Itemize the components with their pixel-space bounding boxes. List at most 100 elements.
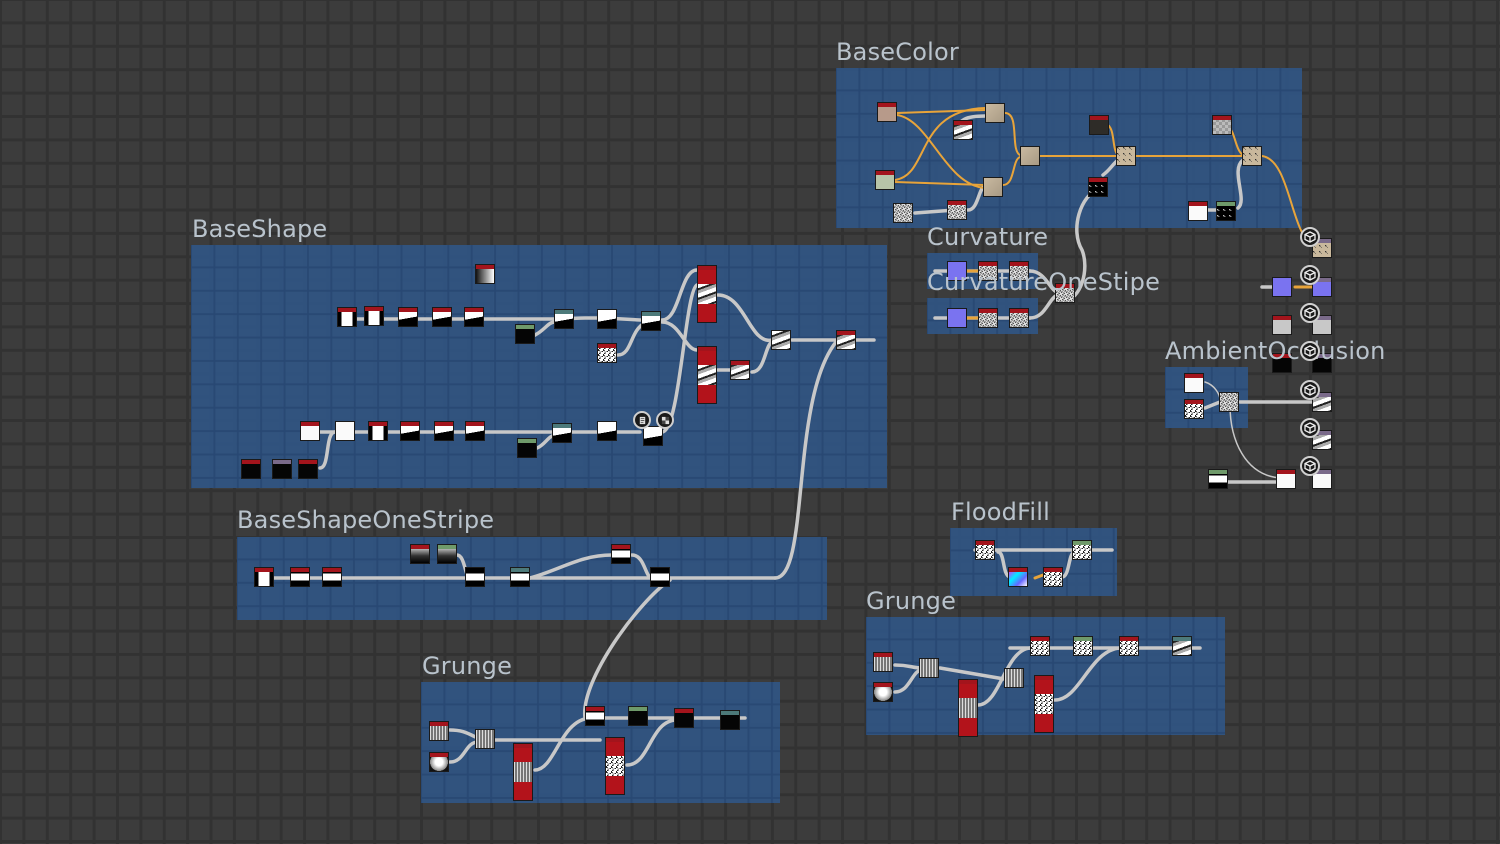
graph-node[interactable] xyxy=(605,737,625,795)
graph-node[interactable] xyxy=(1242,146,1262,166)
graph-node[interactable] xyxy=(877,102,897,122)
graph-node[interactable] xyxy=(985,103,1005,123)
graph-node[interactable] xyxy=(1208,469,1228,489)
graph-node[interactable] xyxy=(641,311,661,331)
graph-node[interactable] xyxy=(515,324,535,344)
graph-node[interactable] xyxy=(434,421,454,441)
graph-node[interactable] xyxy=(465,421,485,441)
graph-node[interactable] xyxy=(513,743,533,801)
graph-node[interactable] xyxy=(628,706,648,726)
graph-node[interactable] xyxy=(475,264,495,284)
graph-node[interactable] xyxy=(873,682,893,702)
graph-node[interactable] xyxy=(1312,469,1332,489)
graph-node[interactable] xyxy=(720,710,740,730)
output-cube-icon[interactable] xyxy=(1300,341,1320,361)
graph-node[interactable] xyxy=(597,309,617,329)
graph-node[interactable] xyxy=(697,265,717,323)
frame-title-curvature-onestipe[interactable]: CurvatureOneStipe xyxy=(927,268,1161,296)
graph-node[interactable] xyxy=(1276,469,1296,489)
frame-title-baseshape-onestripe[interactable]: BaseShapeOneStripe xyxy=(237,506,495,534)
graph-node[interactable] xyxy=(1043,567,1063,587)
graph-node[interactable] xyxy=(1020,146,1040,166)
frame-title-baseshape[interactable]: BaseShape xyxy=(192,215,328,243)
comment-icon[interactable] xyxy=(633,411,651,429)
graph-node[interactable] xyxy=(893,203,913,223)
graph-node[interactable] xyxy=(432,307,452,327)
graph-node[interactable] xyxy=(337,307,357,327)
graph-node[interactable] xyxy=(1216,201,1236,221)
graph-node[interactable] xyxy=(1119,636,1139,656)
graph-node[interactable] xyxy=(730,360,750,380)
frame-title-floodfill[interactable]: FloodFill xyxy=(951,498,1050,526)
graph-node[interactable] xyxy=(650,567,670,587)
graph-node[interactable] xyxy=(335,421,355,441)
frame-title-grunge-left[interactable]: Grunge xyxy=(422,652,513,680)
graph-node[interactable] xyxy=(836,330,856,350)
graph-node[interactable] xyxy=(241,459,261,479)
graph-node[interactable] xyxy=(1184,399,1204,419)
graph-node[interactable] xyxy=(300,421,320,441)
graph-node[interactable] xyxy=(1184,373,1204,393)
graph-node[interactable] xyxy=(437,544,457,564)
graph-node[interactable] xyxy=(597,421,617,441)
graph-node[interactable] xyxy=(1219,392,1239,412)
graph-node[interactable] xyxy=(554,309,574,329)
graph-node[interactable] xyxy=(1088,177,1108,197)
graph-node[interactable] xyxy=(983,177,1003,197)
output-cube-icon[interactable] xyxy=(1300,380,1320,400)
graph-node[interactable] xyxy=(1030,636,1050,656)
graph-node[interactable] xyxy=(947,308,967,328)
graph-node[interactable] xyxy=(585,706,605,726)
graph-node[interactable] xyxy=(875,170,895,190)
output-cube-icon[interactable] xyxy=(1300,456,1320,476)
graph-node[interactable] xyxy=(958,679,978,737)
graph-node[interactable] xyxy=(978,308,998,328)
graph-node[interactable] xyxy=(975,540,995,560)
graph-node[interactable] xyxy=(510,567,530,587)
graph-node[interactable] xyxy=(429,721,449,741)
graph-node[interactable] xyxy=(272,459,292,479)
graph-node[interactable] xyxy=(1272,315,1292,335)
graph-node[interactable] xyxy=(368,421,388,441)
graph-node[interactable] xyxy=(1034,675,1054,733)
graph-node[interactable] xyxy=(919,658,939,678)
output-cube-icon[interactable] xyxy=(1300,227,1320,247)
graph-node[interactable] xyxy=(410,544,430,564)
graph-node[interactable] xyxy=(947,200,967,220)
output-cube-icon[interactable] xyxy=(1300,418,1320,438)
graph-node[interactable] xyxy=(1072,540,1092,560)
graph-node[interactable] xyxy=(465,567,485,587)
graph-node[interactable] xyxy=(1073,636,1093,656)
checker-icon[interactable] xyxy=(656,411,674,429)
graph-node[interactable] xyxy=(873,652,893,672)
frame-title-curvature[interactable]: Curvature xyxy=(927,223,1049,251)
graph-node[interactable] xyxy=(1172,636,1192,656)
graph-node[interactable] xyxy=(1116,146,1136,166)
graph-node[interactable] xyxy=(697,346,717,404)
graph-node[interactable] xyxy=(364,306,384,326)
graph-node[interactable] xyxy=(1009,308,1029,328)
frame-baseshape[interactable] xyxy=(191,245,887,488)
graph-node[interactable] xyxy=(429,752,449,772)
output-cube-icon[interactable] xyxy=(1300,303,1320,323)
graph-node[interactable] xyxy=(1004,668,1024,688)
graph-node[interactable] xyxy=(1272,353,1292,373)
graph-node[interactable] xyxy=(953,120,973,140)
graph-node[interactable] xyxy=(298,459,318,479)
graph-node[interactable] xyxy=(643,426,663,446)
frame-title-ambient-occlusion[interactable]: AmbientOcclusion xyxy=(1165,337,1386,365)
graph-node[interactable] xyxy=(475,729,495,749)
graph-node[interactable] xyxy=(674,708,694,728)
graph-node[interactable] xyxy=(1272,277,1292,297)
frame-basecolor[interactable] xyxy=(836,68,1302,228)
graph-node[interactable] xyxy=(464,307,484,327)
graph-node[interactable] xyxy=(1212,115,1232,135)
graph-node[interactable] xyxy=(290,567,310,587)
graph-node[interactable] xyxy=(1008,567,1028,587)
graph-node[interactable] xyxy=(1188,201,1208,221)
graph-node[interactable] xyxy=(552,423,572,443)
graph-node[interactable] xyxy=(254,567,274,587)
graph-node[interactable] xyxy=(611,544,631,564)
frame-title-basecolor[interactable]: BaseColor xyxy=(836,38,959,66)
graph-node[interactable] xyxy=(322,567,342,587)
